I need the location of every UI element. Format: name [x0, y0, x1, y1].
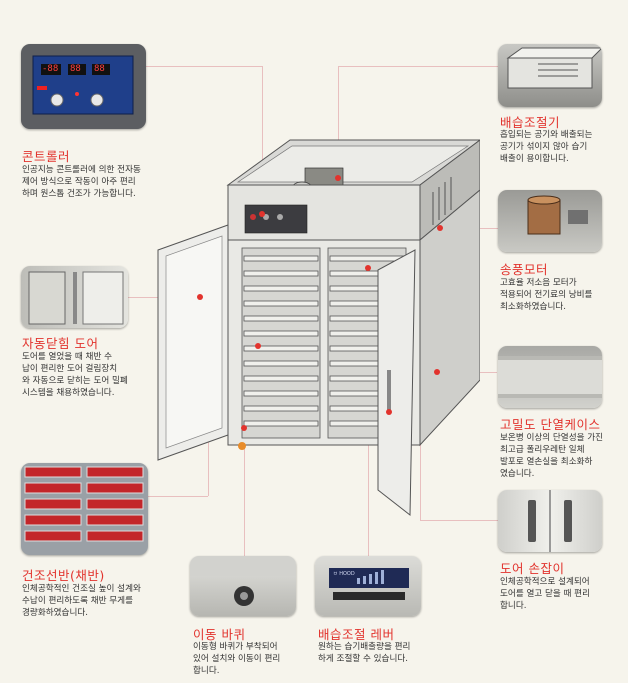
tray-shelf — [243, 420, 319, 427]
dot-wheel — [241, 425, 247, 431]
tray-shelf — [243, 345, 319, 352]
controller-display-3: 88 — [94, 64, 105, 74]
vent-lever-title: 배습조절 레버 — [318, 627, 395, 642]
controller-display-2: 88 — [70, 64, 81, 74]
dehumidify-thumbnail — [498, 44, 602, 107]
tray-shelf — [243, 270, 319, 277]
connector-handle-v — [420, 412, 421, 520]
wheels-thumbnail — [190, 556, 296, 616]
controller-display-1: -88 — [42, 64, 59, 74]
dehumidify-title: 배습조절기 — [500, 115, 561, 130]
tray-shelf — [243, 360, 319, 367]
dot-handle — [386, 409, 392, 415]
fan-motor-desc: 고효율 저소음 모터가 적용되어 전기료의 낭비를 최소화하였습니다. — [500, 278, 593, 312]
connector-handle — [420, 520, 498, 521]
insulated-case-title: 고밀도 단열케이스 — [500, 417, 601, 432]
vent-lever-thumbnail: ㅂ HOOD — [315, 556, 421, 616]
dryer-illustration — [157, 139, 480, 517]
tray-shelf — [243, 315, 319, 322]
auto-door-title: 자동닫힘 도어 — [22, 336, 99, 351]
dot-tray — [255, 343, 261, 349]
fan-motor-title: 송풍모터 — [500, 262, 549, 277]
tray-shelf — [243, 285, 319, 292]
dot-fan — [437, 225, 443, 231]
vent-lever-label: ㅂ HOOD — [333, 571, 355, 577]
drying-tray-desc: 인체공학적인 건조실 높이 설계와 수납이 편리하도록 채반 무게를 경량화하였… — [22, 584, 141, 618]
wheels-desc: 이동형 바퀴가 부착되어 있어 설치와 이동이 편리 합니다. — [193, 642, 281, 676]
door-handle-thumbnail — [498, 490, 602, 552]
tray-shelf — [329, 255, 405, 262]
dot-lever — [365, 265, 371, 271]
vent-lever-desc: 원하는 습기배출량을 편리 하게 조절할 수 있습니다. — [318, 642, 411, 664]
tray-shelf — [243, 405, 319, 412]
fan-motor-thumbnail — [498, 190, 602, 252]
tray-shelf — [243, 330, 319, 337]
connector-dehumidify — [338, 66, 498, 67]
drying-tray-title: 건조선반(채반) — [22, 568, 105, 583]
dot-controller — [259, 211, 265, 217]
dehumidify-desc: 흡입되는 공기와 배출되는 공기가 섞이지 않아 습기 배출이 용이합니다. — [500, 130, 593, 164]
dot-case — [434, 369, 440, 375]
dot-dehumidify — [335, 175, 341, 181]
connector-controller — [146, 66, 263, 67]
connector-tray — [148, 496, 208, 497]
tray-shelf — [243, 255, 319, 262]
drying-tray-thumbnail — [21, 463, 148, 555]
connector-wheel — [244, 428, 245, 556]
controller-desc: 인공지능 콘트롤러에 의한 전자동 제어 방식으로 작동이 아주 편리 하며 원… — [22, 165, 141, 199]
insulated-case-desc: 보온병 이상의 단열성을 가진 최고급 폴리우레탄 일체 발포로 열손실을 최소… — [500, 433, 604, 479]
tray-shelf — [243, 390, 319, 397]
tray-shelf — [243, 375, 319, 382]
connector-controller-v — [262, 66, 263, 214]
controller-thumbnail: -88 88 88 — [21, 44, 146, 129]
controller-title: 콘트롤러 — [22, 149, 71, 164]
door-handle-desc: 인체공학적으로 설계되어 도어를 열고 닫을 때 편리 합니다. — [500, 577, 590, 611]
insulated-case-thumbnail — [498, 346, 602, 408]
door-handle-title: 도어 손잡이 — [500, 561, 565, 576]
connector-dehumidify-v — [338, 66, 339, 178]
wheels-title: 이동 바퀴 — [193, 627, 246, 642]
dot-door — [197, 294, 203, 300]
auto-door-thumbnail — [21, 266, 128, 328]
auto-door-desc: 도어를 열었을 때 채반 수 납이 편리한 도어 걸림장치 와 자동으로 닫히는… — [22, 352, 128, 398]
tray-shelf — [243, 300, 319, 307]
